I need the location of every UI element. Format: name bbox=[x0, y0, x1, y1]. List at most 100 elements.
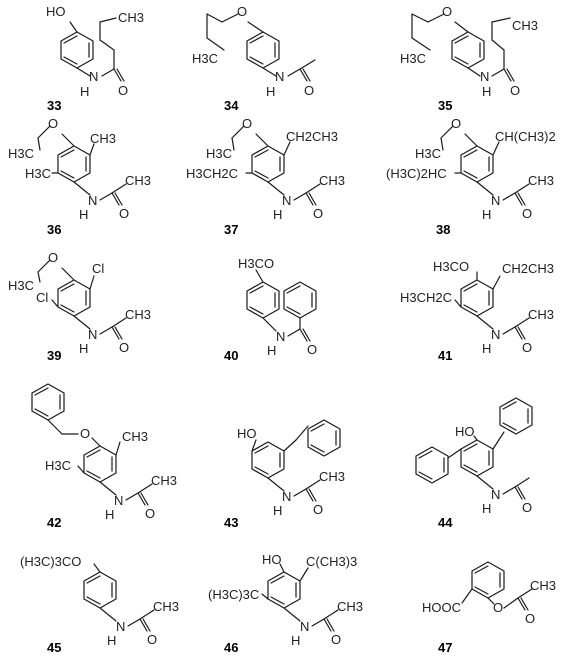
bond bbox=[139, 618, 148, 632]
bond bbox=[474, 565, 489, 574]
compound-47: HOOC O CH3 O 47 bbox=[422, 561, 556, 655]
bond bbox=[47, 419, 63, 435]
bond bbox=[89, 275, 95, 290]
bond bbox=[254, 445, 269, 454]
atom-label: H bbox=[482, 341, 491, 356]
compound-37: O CH2CH3 H3C H3CH2C N H CH3 O 37 bbox=[186, 116, 345, 237]
bond bbox=[287, 328, 301, 337]
atom-label: O bbox=[522, 500, 532, 515]
bond bbox=[111, 326, 120, 340]
bond bbox=[464, 133, 478, 147]
bond bbox=[86, 449, 101, 458]
atom-label: O bbox=[48, 250, 58, 265]
bond bbox=[89, 143, 95, 156]
atom-label: N bbox=[275, 69, 284, 84]
bond bbox=[262, 67, 277, 77]
compound-35: O CH3 H3C N H O 35 bbox=[400, 4, 538, 113]
bond bbox=[99, 39, 115, 51]
atom-label: HOOC bbox=[422, 600, 461, 615]
atom-label: O bbox=[313, 502, 323, 517]
bond bbox=[286, 285, 301, 294]
bond bbox=[476, 315, 494, 330]
bond bbox=[261, 593, 269, 600]
compound-39: O Cl H3C Cl N H CH3 O 39 bbox=[8, 250, 151, 363]
bond bbox=[60, 283, 75, 292]
bond bbox=[514, 317, 530, 328]
compound-number: 44 bbox=[438, 515, 453, 530]
bond bbox=[99, 192, 113, 201]
bond bbox=[111, 183, 127, 194]
bond bbox=[249, 306, 264, 315]
atom-label: H bbox=[266, 84, 275, 99]
bond bbox=[323, 609, 339, 620]
bond bbox=[231, 137, 235, 151]
bond bbox=[254, 466, 269, 475]
bond bbox=[114, 192, 123, 206]
atom-label: (H3C)3C bbox=[208, 587, 259, 602]
bond bbox=[491, 17, 511, 23]
bond bbox=[255, 269, 264, 283]
bond bbox=[463, 304, 478, 313]
bond bbox=[127, 618, 141, 627]
bond bbox=[101, 68, 115, 77]
bond bbox=[299, 68, 308, 82]
bond bbox=[111, 192, 120, 206]
atom-label: C(CH3)3 bbox=[306, 554, 357, 569]
atom-label: H bbox=[267, 343, 276, 358]
bond bbox=[142, 618, 151, 632]
atom-label: O bbox=[313, 206, 323, 221]
bond bbox=[463, 464, 478, 473]
atom-label: H bbox=[482, 84, 491, 99]
bond bbox=[503, 68, 512, 82]
atom-label: CH3 bbox=[528, 173, 554, 188]
bond bbox=[491, 39, 505, 51]
bond bbox=[302, 328, 311, 342]
bond bbox=[463, 283, 478, 292]
bond bbox=[283, 439, 297, 452]
atom-label: O bbox=[119, 206, 129, 221]
bond bbox=[270, 596, 285, 605]
compound-number: 39 bbox=[47, 348, 61, 363]
atom-label: H3C bbox=[45, 458, 71, 473]
atom-label: H3C bbox=[192, 51, 218, 66]
atom-label: H bbox=[482, 207, 491, 222]
bond bbox=[295, 425, 309, 441]
bond bbox=[502, 192, 516, 201]
bond bbox=[299, 59, 316, 70]
bond bbox=[305, 488, 314, 502]
atom-label: N bbox=[491, 487, 500, 502]
atom-label: O bbox=[237, 4, 247, 19]
atom-label: HO bbox=[455, 424, 475, 439]
atom-label: H3CH2C bbox=[186, 166, 238, 181]
bond bbox=[37, 271, 41, 283]
atom-label: CH3 bbox=[90, 131, 116, 146]
bond bbox=[293, 488, 307, 497]
bond bbox=[69, 21, 78, 33]
atom-label: O bbox=[442, 4, 452, 19]
bond bbox=[34, 387, 49, 396]
bond bbox=[37, 137, 41, 151]
bond bbox=[77, 465, 85, 474]
bond bbox=[86, 470, 101, 479]
bond bbox=[308, 192, 317, 206]
bond bbox=[60, 304, 75, 313]
bond bbox=[514, 486, 523, 500]
bond bbox=[76, 67, 91, 77]
atom-label: CH3 bbox=[530, 578, 556, 593]
bond bbox=[255, 133, 269, 147]
bond bbox=[299, 567, 309, 582]
atom-label: O bbox=[119, 340, 129, 355]
benzene-ring bbox=[60, 31, 94, 69]
atom-label: CH2CH3 bbox=[502, 261, 554, 276]
atom-label: Cl bbox=[36, 290, 48, 305]
bond bbox=[454, 35, 469, 44]
atom-label: (H3C)2HC bbox=[386, 166, 447, 181]
atom-label: H bbox=[291, 633, 300, 648]
atom-label: CH3 bbox=[118, 10, 144, 25]
compound-number: 43 bbox=[224, 515, 238, 530]
bond bbox=[254, 170, 269, 179]
bond bbox=[517, 326, 526, 340]
atom-label: N bbox=[491, 327, 500, 342]
bond bbox=[99, 17, 117, 23]
bond bbox=[502, 422, 517, 431]
